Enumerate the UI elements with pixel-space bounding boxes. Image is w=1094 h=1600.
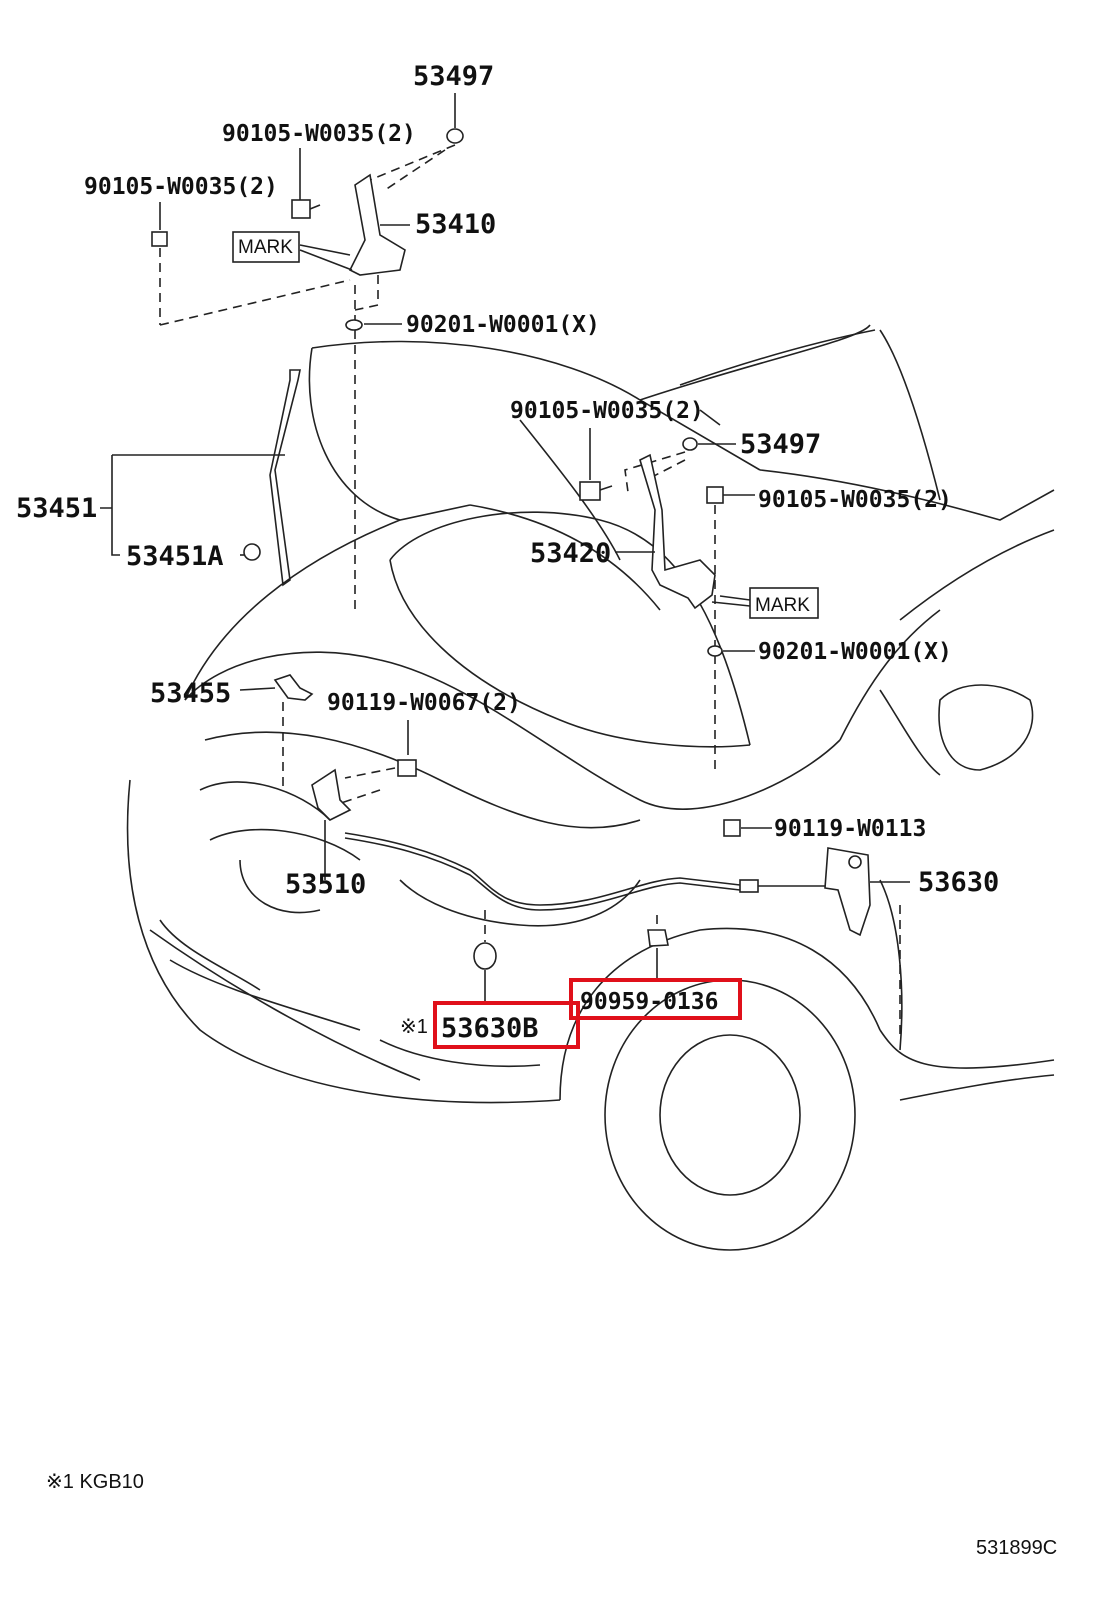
footer-note: ※1 KGB10 xyxy=(46,1471,144,1493)
shim-icon xyxy=(345,319,363,331)
part-labels: 53497 90105-W0035(2) 90105-W0035(2) 5341… xyxy=(16,61,999,1044)
bolt-icon xyxy=(291,199,311,219)
label-mark-top: MARK xyxy=(238,237,293,258)
highlight-boxes xyxy=(433,978,742,1049)
label-90105-mid: 90105-W0035(2) xyxy=(510,398,704,424)
bolt-icon xyxy=(151,231,168,247)
bolt-icon xyxy=(723,819,741,837)
label-53630B: 53630B xyxy=(441,1013,539,1044)
nut-icon xyxy=(446,128,464,144)
hood-lock-assembly xyxy=(239,674,910,1040)
clip-icon xyxy=(647,929,669,947)
car-body-outline xyxy=(126,324,1055,1251)
hood-lock-53510 xyxy=(311,768,352,821)
label-90959: 90959-0136 xyxy=(580,989,718,1015)
nut-icon xyxy=(682,437,698,451)
label-note-mark: ※1 xyxy=(400,1016,428,1038)
figure-code: 531899C xyxy=(976,1537,1057,1559)
hood-stay-53451 xyxy=(100,369,301,587)
label-53455: 53455 xyxy=(150,678,231,709)
label-53630: 53630 xyxy=(918,867,999,898)
label-90201-mid: 90201-W0001(X) xyxy=(758,639,952,665)
highlight-box-53630B xyxy=(433,1001,580,1049)
mark-box xyxy=(232,231,300,263)
bracket-53455 xyxy=(273,674,314,701)
hinge-53410-assembly xyxy=(151,93,464,610)
label-mark-mid: MARK xyxy=(755,595,810,616)
release-lever-53630 xyxy=(824,847,871,937)
highlight-box-90959 xyxy=(569,978,742,1020)
label-53451A: 53451A xyxy=(126,541,224,572)
bolt-icon xyxy=(397,759,417,777)
label-53420: 53420 xyxy=(530,538,611,569)
shim-icon xyxy=(707,645,723,657)
label-53451: 53451 xyxy=(16,493,97,524)
label-90105-right: 90105-W0035(2) xyxy=(758,487,952,513)
label-90119-w0113: 90119-W0113 xyxy=(774,816,926,842)
cable-clamp-icon xyxy=(739,879,759,893)
bolt-icon xyxy=(579,481,601,501)
hinge-53420 xyxy=(639,453,716,610)
label-53410: 53410 xyxy=(415,209,496,240)
bolt-icon xyxy=(706,486,724,504)
label-90201-top: 90201-W0001(X) xyxy=(406,312,600,338)
hinge-53420-assembly xyxy=(579,409,819,770)
hinge-53410 xyxy=(348,173,406,276)
label-90105-top-right: 90105-W0035(2) xyxy=(222,121,416,147)
label-53497-top: 53497 xyxy=(413,61,494,92)
clip-icon xyxy=(473,942,497,970)
mark-box xyxy=(749,587,819,619)
label-53497-mid: 53497 xyxy=(740,429,821,460)
label-53510: 53510 xyxy=(285,869,366,900)
clip-icon xyxy=(243,543,261,561)
label-90119-w0067: 90119-W0067(2) xyxy=(327,690,521,716)
label-90105-top-left: 90105-W0035(2) xyxy=(84,174,278,200)
